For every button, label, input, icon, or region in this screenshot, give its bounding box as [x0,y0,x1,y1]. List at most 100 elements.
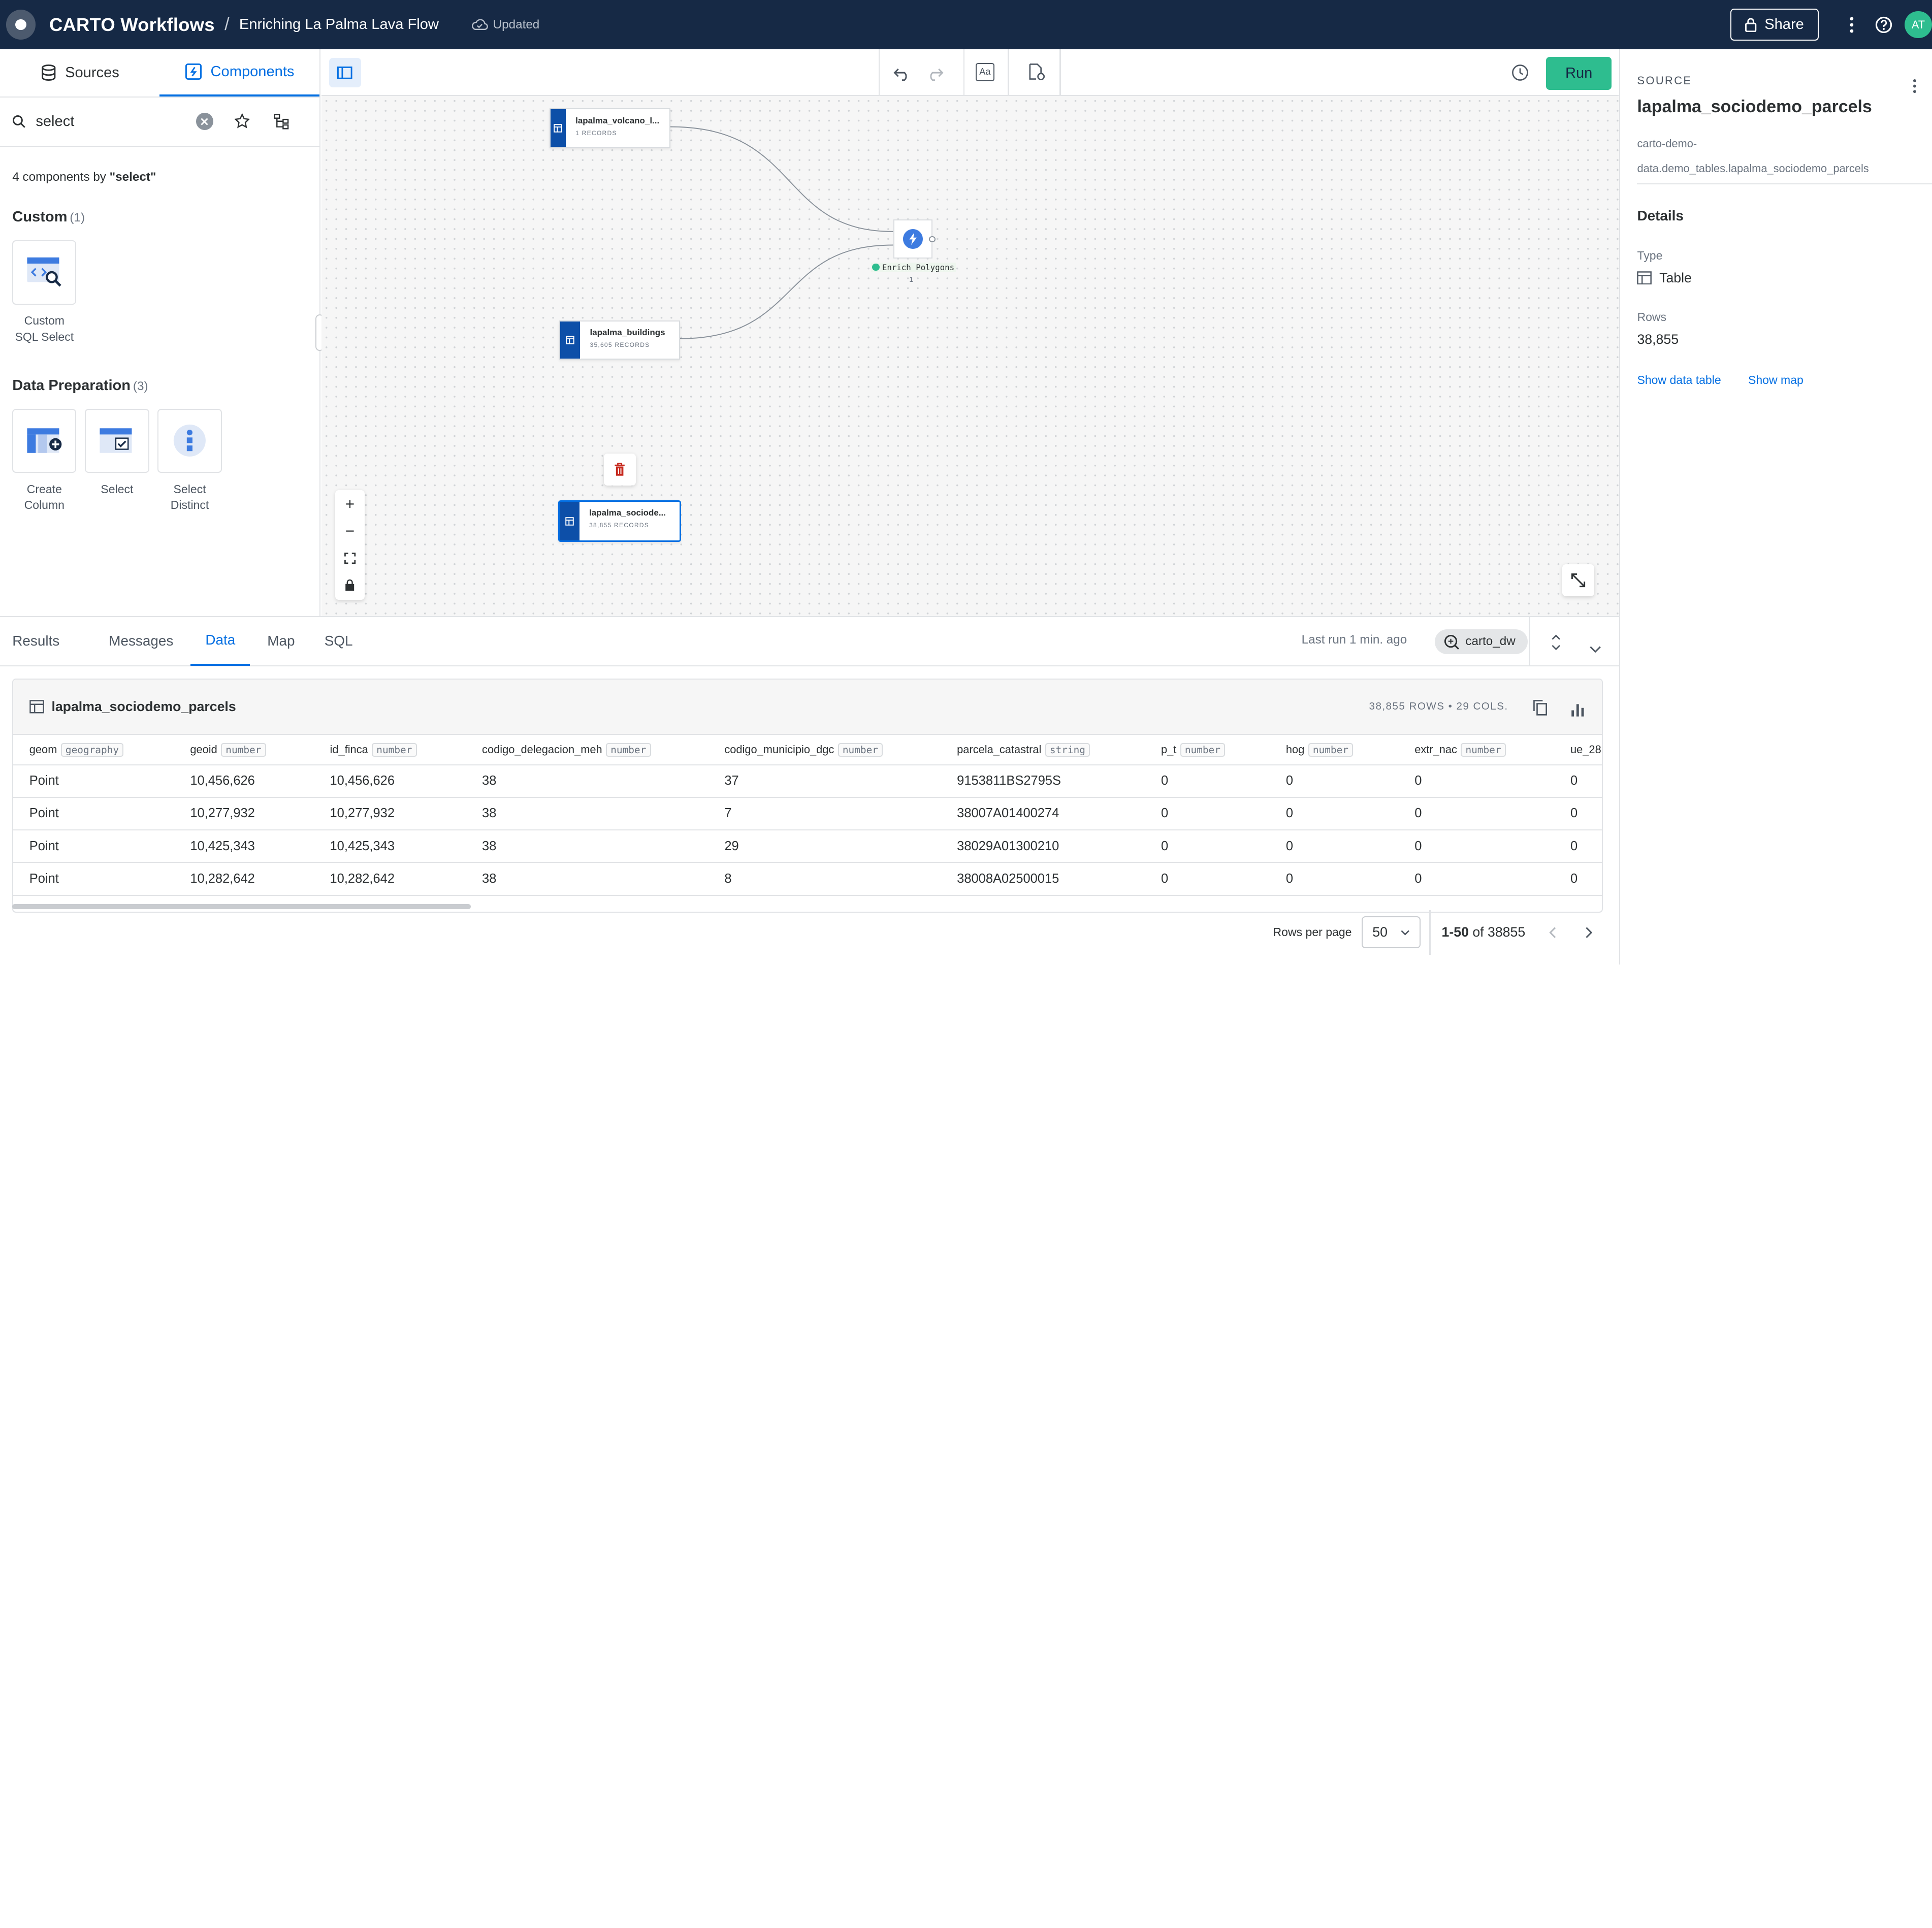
history-icon[interactable] [1511,64,1529,86]
select-icon [100,428,132,454]
database-icon [41,65,55,81]
table-cell: 0 [1398,797,1555,831]
canvas-toolbar: Aa Run [321,49,1619,97]
page-range-rest: of 38855 [1468,924,1526,940]
run-button[interactable]: Run [1546,56,1612,90]
rows-value: 38,855 [1637,331,1679,347]
tree-view-icon[interactable] [273,113,289,130]
table-cell: 10,282,642 [313,862,466,896]
clear-search-icon[interactable] [196,113,213,131]
favorite-star-icon[interactable] [234,113,250,130]
data-table-header: lapalma_sociodemo_parcels 38,855 ROWS • … [13,680,1602,735]
chart-icon[interactable] [1571,699,1585,722]
tab-sources[interactable]: Sources [0,49,159,97]
collapse-results-icon[interactable] [1589,637,1601,659]
result-count-prefix: 4 components by [12,170,110,184]
enrich-polygons-name: Enrich Polygons [882,262,955,272]
workflow-name[interactable]: Enriching La Palma Lava Flow [239,16,439,33]
tab-map[interactable]: Map [267,633,295,649]
delete-node-button[interactable] [603,453,636,486]
tab-sql[interactable]: SQL [324,633,353,649]
source-node-volcano[interactable]: lapalma_volcano_l... 1 RECORDS [549,108,670,148]
enrich-polygons-node[interactable] [893,219,936,259]
last-run-text: Last run 1 min. ago [1301,633,1407,647]
tab-data[interactable]: Data [190,617,250,666]
rows-per-page-select[interactable]: 50 [1361,916,1421,949]
panel-more-icon[interactable] [1912,76,1917,99]
redo-icon[interactable] [926,64,944,86]
text-format-icon[interactable]: Aa [976,62,994,82]
section-data-preparation-name: Data Preparation [12,377,131,394]
table-cell: 0 [1554,764,1602,798]
lock-canvas-icon[interactable] [335,572,365,599]
help-icon[interactable] [1868,9,1900,41]
undo-icon[interactable] [893,64,911,86]
table-cell: 37 [708,764,941,798]
component-select-distinct[interactable]: Select Distinct [157,408,222,513]
share-button[interactable]: Share [1730,8,1819,41]
toggle-sidebar-button[interactable] [329,58,361,88]
source-path: carto-demo-data.demo_tables.lapalma_soci… [1637,132,1914,181]
zoom-in-icon[interactable]: + [345,494,355,513]
tab-results[interactable]: Results [12,633,60,649]
expand-results-icon[interactable] [1551,633,1561,655]
component-search-input[interactable] [36,113,196,130]
column-type-badge: number [1180,743,1226,757]
component-custom-sql-select-label: Custom SQL Select [15,314,74,343]
zoom-out-icon[interactable]: − [345,521,355,540]
table-cell: 0 [1145,830,1270,863]
column-type-badge: number [221,743,266,757]
connection-badge[interactable]: carto_dw [1434,629,1528,654]
table-cell: 38029A01300210 [941,830,1145,863]
show-map-link[interactable]: Show map [1748,373,1804,387]
document-settings-icon[interactable] [1027,63,1046,86]
user-avatar[interactable]: AT [1905,11,1932,39]
divider [1529,617,1530,666]
prev-page-icon[interactable] [1535,926,1571,939]
tab-components[interactable]: Components [159,49,319,97]
page-range-bold: 1-50 [1441,924,1469,940]
node-name: lapalma_volcano_l... [575,115,660,125]
component-create-column[interactable]: Create Column [12,408,77,513]
table-cell: 10,456,626 [174,764,314,798]
component-custom-sql-select[interactable]: Custom SQL Select [12,240,77,345]
component-select[interactable]: Select [85,408,149,513]
column-header[interactable]: ue_28 [1554,735,1602,765]
rows-per-page-label: Rows per page [1273,925,1352,939]
table-icon [560,321,581,359]
more-options-icon[interactable] [1836,9,1867,41]
tab-messages[interactable]: Messages [109,633,174,649]
data-table-container: lapalma_sociodemo_parcels 38,855 ROWS • … [12,679,1603,913]
next-page-icon[interactable] [1571,926,1606,939]
workflow-canvas[interactable]: lapalma_volcano_l... 1 RECORDS lapalma_b… [321,96,1619,616]
show-data-table-link[interactable]: Show data table [1637,373,1721,387]
source-title: lapalma_sociodemo_parcels [1637,97,1872,116]
source-node-buildings[interactable]: lapalma_buildings 35,605 RECORDS [559,320,681,360]
copy-icon[interactable] [1533,698,1548,721]
fit-view-icon[interactable] [335,544,365,571]
type-value: Table [1637,270,1914,286]
section-data-preparation-title: Data Preparation(3) [12,377,319,394]
toolbar-divider [1008,49,1009,97]
source-node-sociodemo-selected[interactable]: lapalma_sociode... 38,855 RECORDS [558,500,682,542]
output-port[interactable] [929,236,936,243]
horizontal-scrollbar[interactable] [12,904,471,909]
expand-canvas-button[interactable] [1562,564,1594,597]
table-cell: 7 [708,797,941,831]
column-type-badge: string [1045,743,1090,757]
carto-logo-icon[interactable] [6,10,36,40]
section-data-preparation-count: (3) [133,379,148,393]
